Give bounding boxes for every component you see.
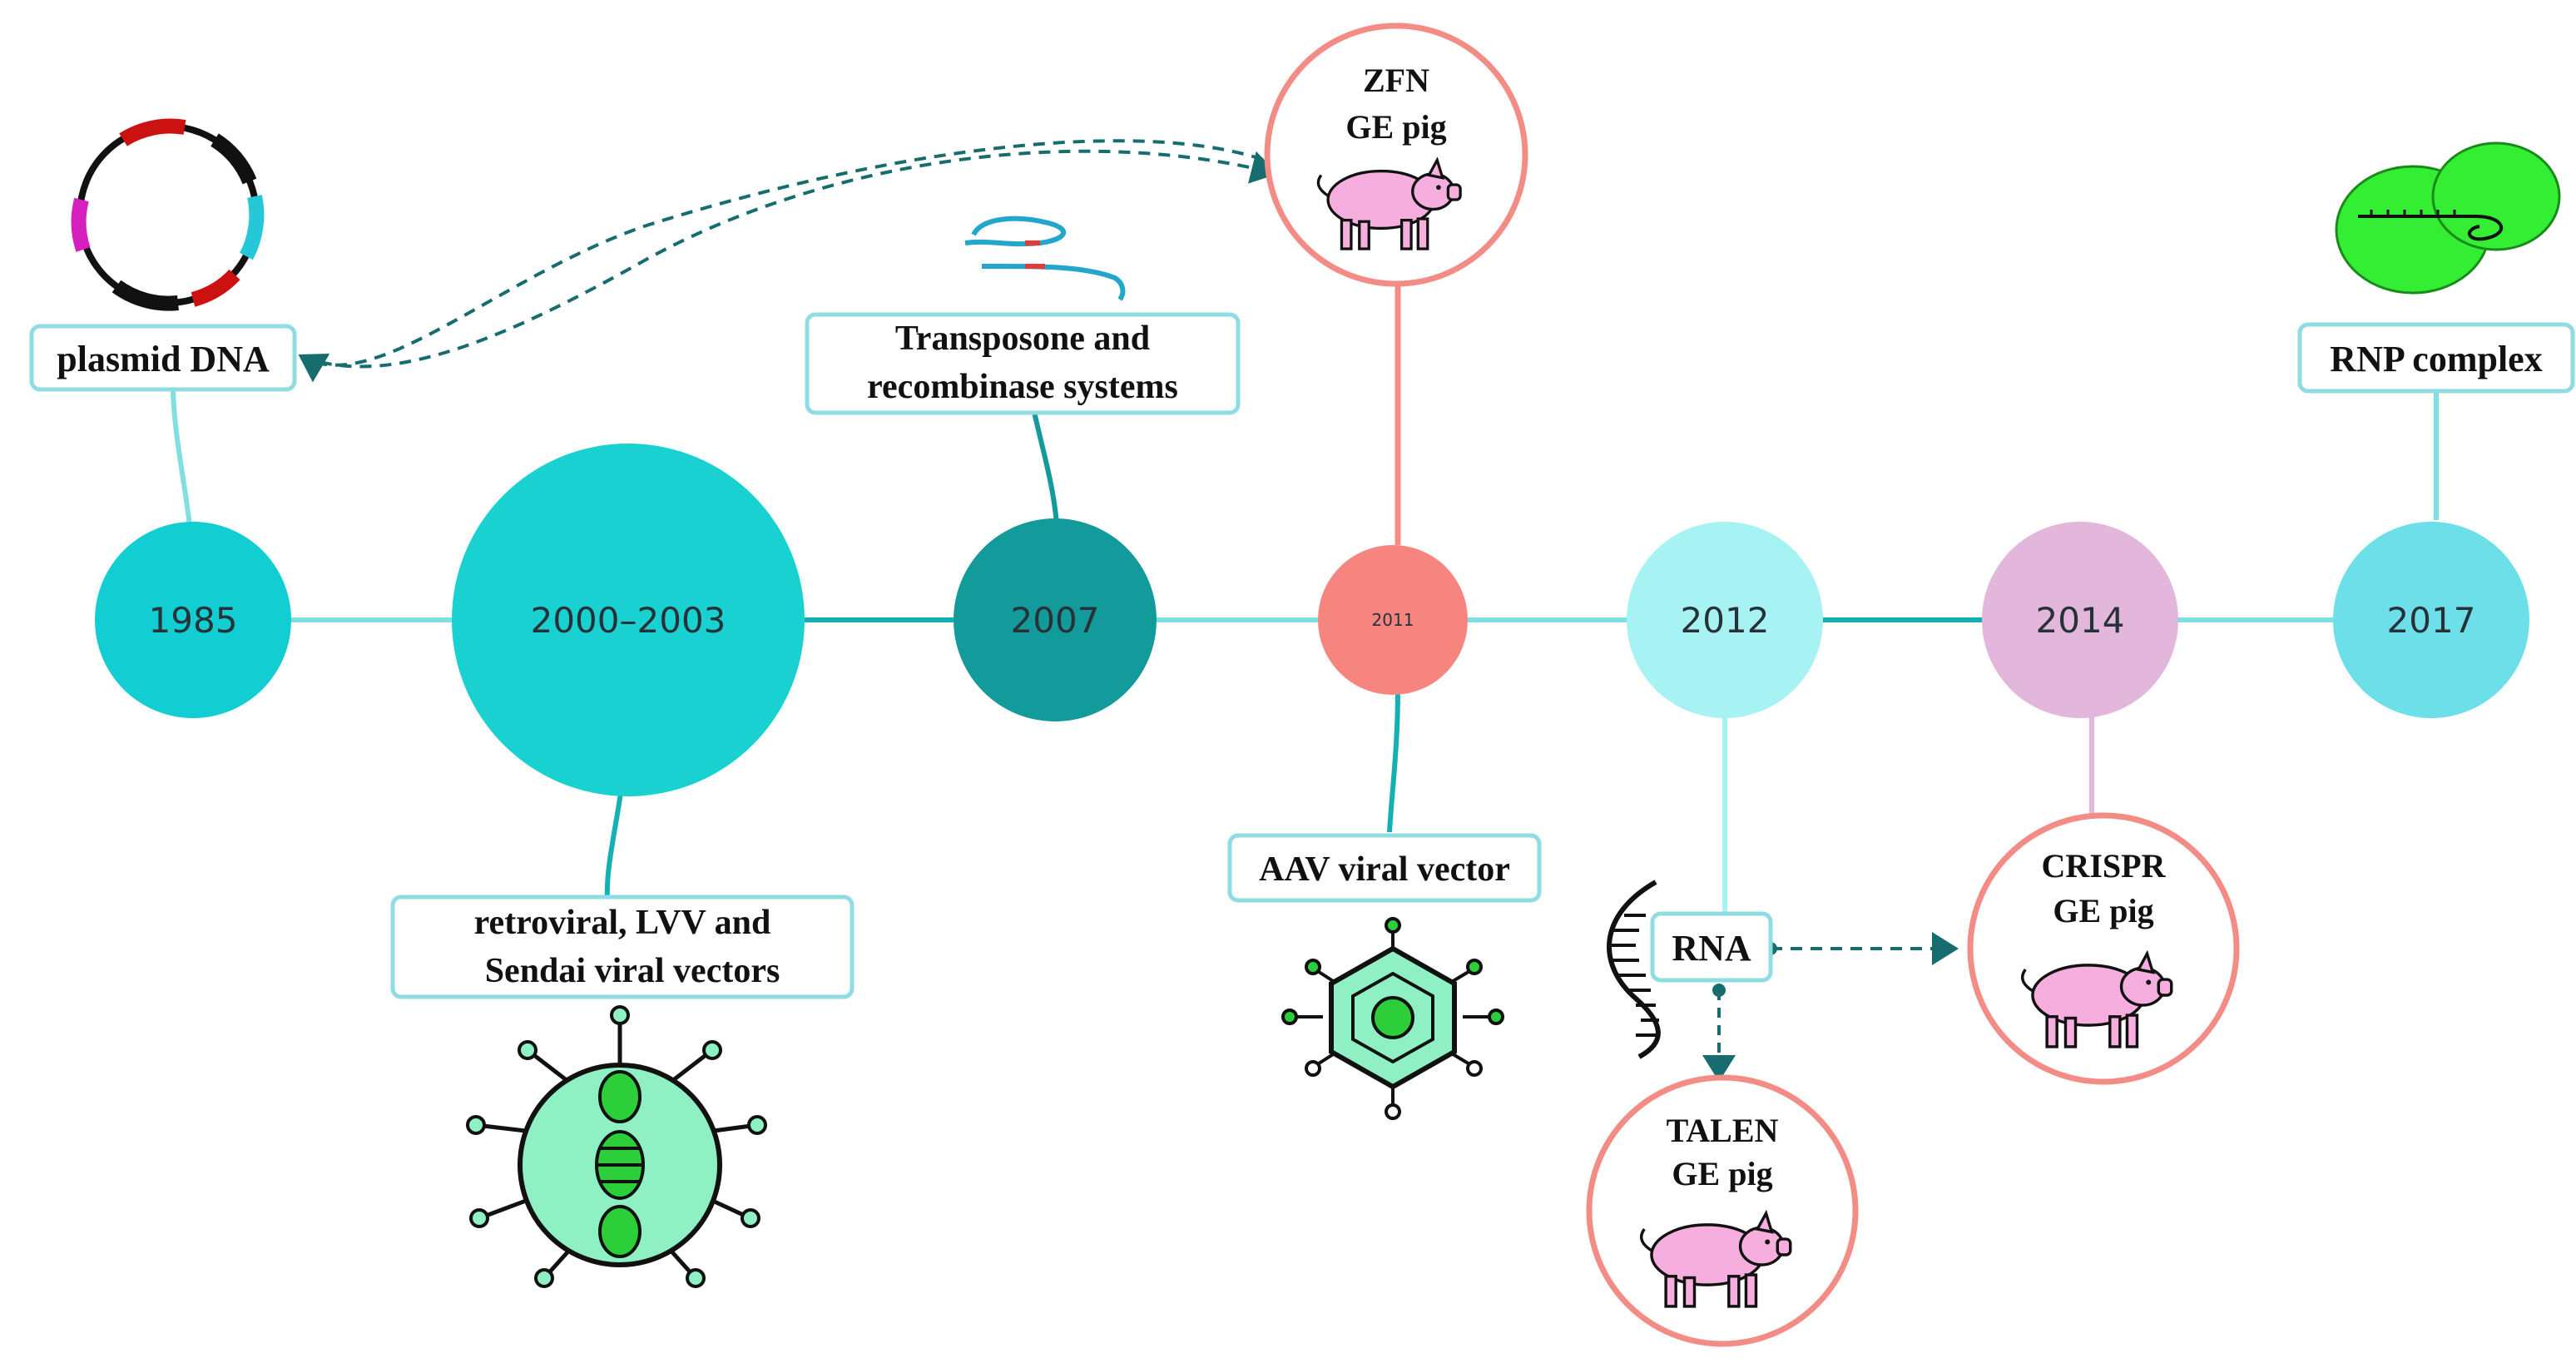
label-retroviral: retroviral, LVV and Sendai viral vectors xyxy=(390,895,855,999)
crispr-ge-pig: CRISPR GE pig xyxy=(1967,812,2240,1085)
svg-text:RNP complex: RNP complex xyxy=(2330,339,2542,379)
connector-2007-transposone xyxy=(1031,407,1059,525)
svg-text:1985: 1985 xyxy=(149,600,238,641)
rnp-complex-icon xyxy=(2335,141,2561,295)
label-aav: AAV viral vector xyxy=(1227,833,1542,903)
svg-text:GE pig: GE pig xyxy=(1345,108,1446,146)
zfn-ge-pig: ZFN GE pig xyxy=(1264,22,1528,287)
svg-text:2017: 2017 xyxy=(2387,600,2476,641)
svg-text:CRISPR: CRISPR xyxy=(2042,847,2167,885)
svg-text:Sendai viral vectors: Sendai viral vectors xyxy=(485,952,780,990)
svg-text:GE pig: GE pig xyxy=(2053,892,2153,929)
svg-text:GE pig: GE pig xyxy=(1672,1155,1772,1192)
svg-text:ZFN: ZFN xyxy=(1363,62,1429,99)
node-2014: 2014 xyxy=(1982,522,2178,718)
svg-text:TALEN: TALEN xyxy=(1667,1112,1779,1149)
label-plasmid-dna: plasmid DNA xyxy=(29,324,297,392)
rna-helix-icon xyxy=(1607,880,1661,1059)
svg-text:Transposone and: Transposone and xyxy=(895,320,1150,358)
svg-text:retroviral, LVV and: retroviral, LVV and xyxy=(474,904,771,942)
transposon-icon xyxy=(964,216,1126,301)
svg-text:2007: 2007 xyxy=(1011,600,1100,641)
node-2017: 2017 xyxy=(2333,522,2529,718)
label-rna: RNA xyxy=(1650,911,1773,983)
node-2012: 2012 xyxy=(1627,522,1823,718)
dashed-arrow-zfn-to-plasmid xyxy=(298,139,1282,383)
dashed-arrow-plasmid-to-zfn xyxy=(300,149,1278,369)
talen-ge-pig: TALEN GE pig xyxy=(1586,1074,1859,1347)
aav-virus-icon xyxy=(1281,917,1504,1120)
svg-text:2011: 2011 xyxy=(1372,610,1414,630)
svg-text:plasmid DNA: plasmid DNA xyxy=(57,339,270,379)
svg-text:2014: 2014 xyxy=(2036,600,2125,641)
svg-text:RNA: RNA xyxy=(1672,928,1751,969)
retrovirus-icon xyxy=(466,1005,767,1288)
rna-dot-bottom xyxy=(1712,984,1726,997)
node-2011: 2011 xyxy=(1318,545,1468,695)
svg-text:AAV viral vector: AAV viral vector xyxy=(1259,850,1510,889)
label-transposone: Transposone and recombinase systems xyxy=(805,312,1241,415)
label-rnp-complex: RNP complex xyxy=(2297,322,2575,394)
connector-2011-aav xyxy=(1387,690,1400,833)
svg-text:2000–2003: 2000–2003 xyxy=(531,600,726,641)
svg-text:2012: 2012 xyxy=(1681,600,1770,641)
plasmid-icon xyxy=(71,118,265,311)
node-2000-2003: 2000–2003 xyxy=(452,444,805,796)
node-2007: 2007 xyxy=(954,518,1157,721)
node-1985: 1985 xyxy=(95,522,291,718)
svg-text:recombinase systems: recombinase systems xyxy=(867,368,1178,406)
